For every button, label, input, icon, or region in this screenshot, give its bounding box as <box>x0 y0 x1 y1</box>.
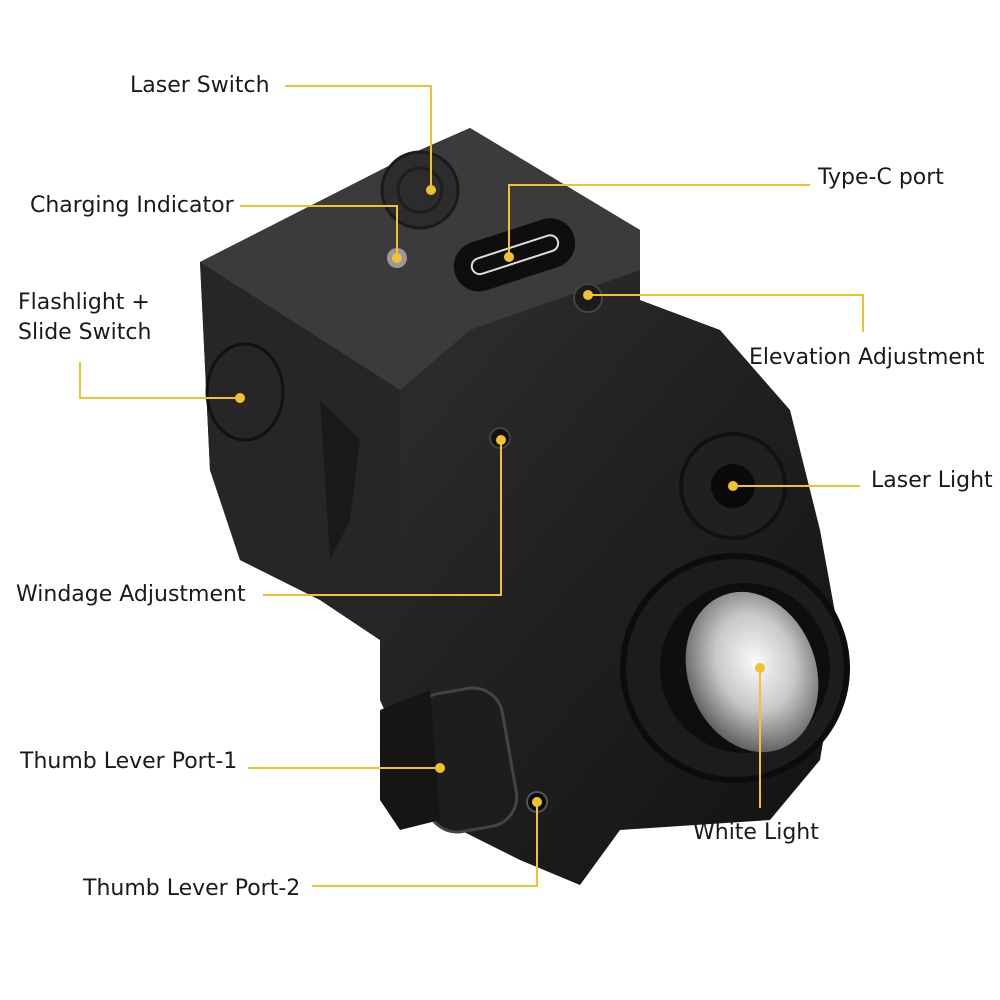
white-light-lens <box>685 591 819 753</box>
thumb-lever-clip <box>380 690 440 830</box>
callout-dot <box>755 663 765 673</box>
callout-line-port-2 <box>312 802 538 887</box>
label-type-c-port: Type-C port <box>818 165 944 190</box>
callout-line-charging-indicator <box>240 205 398 258</box>
label-flashlight-switch-line1: Flashlight + <box>18 290 150 315</box>
callout-dot <box>583 290 593 300</box>
label-flashlight-switch-line2: Slide Switch <box>18 320 152 345</box>
slide-switch <box>205 342 285 442</box>
callout-dot <box>235 393 245 403</box>
label-elevation-adjustment: Elevation Adjustment <box>749 345 985 370</box>
callout-lines <box>79 85 864 887</box>
label-laser-switch: Laser Switch <box>130 73 270 98</box>
laser-switch-button <box>380 150 460 230</box>
label-laser-light: Laser Light <box>871 468 993 493</box>
callout-line-laser-switch <box>285 85 432 190</box>
callout-line-flashlight-switch <box>79 362 240 399</box>
label-thumb-lever-port-2: Thumb Lever Port-2 <box>83 876 301 901</box>
label-charging-indicator: Charging Indicator <box>30 193 234 218</box>
label-white-light: White Light <box>693 820 819 845</box>
callout-dot <box>496 435 506 445</box>
callout-line-elevation <box>588 294 864 332</box>
callout-dot <box>532 797 542 807</box>
callout-line-windage <box>263 440 502 596</box>
label-thumb-lever-port-1: Thumb Lever Port-1 <box>20 749 238 774</box>
callout-line-type-c-port <box>508 184 810 257</box>
callout-dot <box>728 481 738 491</box>
callout-dot <box>392 253 402 263</box>
label-windage-adjustment: Windage Adjustment <box>16 582 246 607</box>
callout-dots <box>235 185 765 807</box>
callout-dot <box>504 252 514 262</box>
device-top <box>200 128 640 390</box>
callout-dot <box>426 185 436 195</box>
callout-dot <box>435 763 445 773</box>
